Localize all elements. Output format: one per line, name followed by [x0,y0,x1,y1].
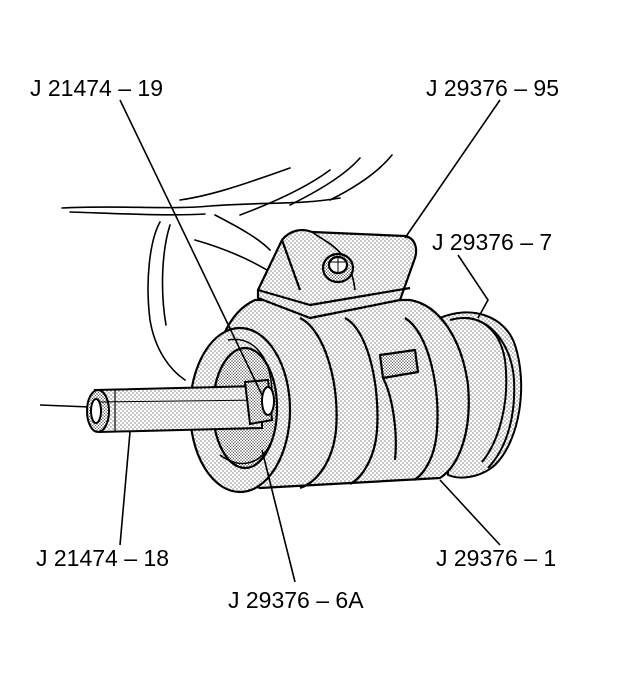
leader-j29376-1 [439,479,501,546]
callout-j29376-95: J 29376 – 95 [426,75,559,101]
leader-j29376-7 [457,254,489,319]
leader-j29376-6a [261,449,296,583]
callout-j21474-18: J 21474 – 18 [36,545,169,571]
leader-j21474-18 [119,431,131,546]
bracket-j29376-95 [256,229,418,320]
background-housing-outline [61,154,393,381]
nut-j21474-19 [243,378,275,426]
callout-j29376-1: J 29376 – 1 [436,545,556,571]
leader-j21474-19 [119,99,263,396]
callout-j29376-6a: J 29376 – 6A [228,587,364,613]
leader-lines [119,99,501,583]
callout-j21474-19: J 21474 – 19 [30,75,163,101]
shaft-j21474-18 [39,384,263,434]
callout-j29376-7: J 29376 – 7 [432,229,552,255]
leader-j29376-95 [404,99,501,239]
